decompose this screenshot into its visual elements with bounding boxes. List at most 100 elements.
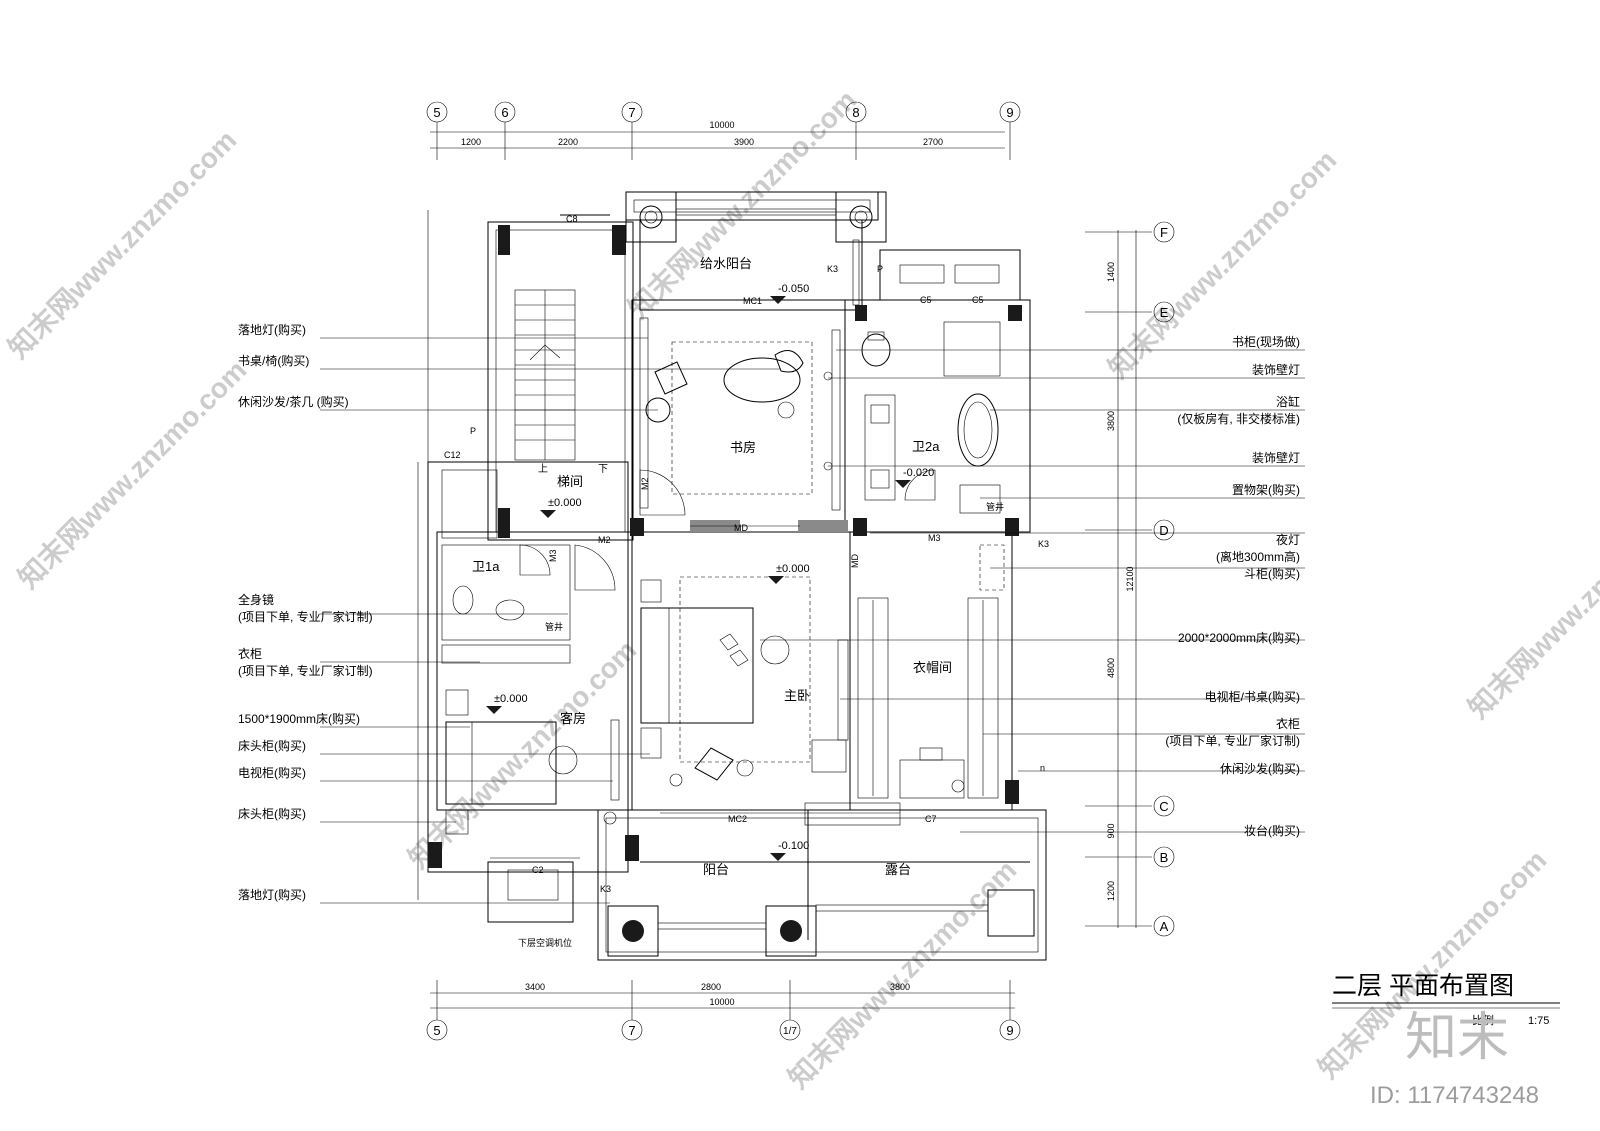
callout-label: 夜灯	[1276, 532, 1300, 547]
ceiling-light	[760, 635, 790, 665]
svg-text:C: C	[1159, 799, 1168, 814]
tv-cabinet	[837, 639, 849, 741]
level-triangle	[540, 510, 556, 518]
column	[1005, 780, 1019, 804]
callout-label: 置物架(购买)	[1232, 482, 1300, 497]
room-name-bath2a: 卫2a	[912, 439, 940, 454]
tag: C8	[566, 214, 578, 224]
room-names: 给水阳台 书房 梯间 卫2a 卫1a 主卧 衣帽间 客房 阳台 露台	[472, 256, 952, 877]
level-triangle	[768, 576, 784, 584]
scale-value: 1:75	[1528, 1015, 1549, 1027]
desk-chair	[774, 350, 804, 373]
window-panel	[954, 264, 1000, 284]
door-swing	[904, 469, 936, 501]
callout-label: 装饰壁灯	[1252, 450, 1300, 465]
tag: M2	[598, 535, 611, 545]
desk	[723, 357, 801, 403]
ceiling-light	[548, 745, 578, 775]
svg-text:9: 9	[1006, 105, 1013, 120]
callout-label: 装饰壁灯	[1252, 362, 1300, 377]
lounge-sofa	[694, 747, 734, 781]
callout-label: 床头柜(购买)	[238, 806, 306, 821]
floor-lamp	[603, 811, 617, 825]
axis-bubble: 1/7	[779, 1019, 801, 1041]
tag: M3	[928, 533, 941, 543]
watermark-text: 知末网www.znzmo.com	[1102, 143, 1343, 384]
dim-total: 10000	[709, 120, 734, 130]
dim-total: 12100	[1125, 566, 1135, 591]
tag: MC2	[728, 814, 747, 824]
shelf	[959, 484, 1001, 514]
balustrade	[657, 208, 989, 930]
tag: n	[1040, 763, 1045, 773]
wardrobe	[967, 597, 999, 799]
column	[1008, 305, 1022, 321]
dim-segment: 1400	[1106, 262, 1116, 282]
callout-label: (项目下单, 专业厂家订制)	[238, 663, 373, 678]
tag: 管井	[545, 621, 563, 632]
axis-bubble: B	[1153, 846, 1175, 868]
svg-text:6: 6	[501, 105, 508, 120]
svg-text:5: 5	[433, 1023, 440, 1038]
axis-bubble: 9	[999, 1019, 1021, 1041]
right-dimension: 1400 3800 4800 900 1200 12100 F E D C B …	[1085, 221, 1175, 937]
svg-text:F: F	[1160, 225, 1168, 240]
axis-bubble: 5	[426, 1019, 448, 1041]
rug-outline	[679, 576, 811, 763]
tag: K3	[600, 884, 611, 894]
axis-bubble: A	[1153, 915, 1175, 937]
axis-bubble: D	[1153, 519, 1175, 541]
axis-bubble: F	[1153, 221, 1175, 243]
svg-text:1/7: 1/7	[783, 1026, 797, 1037]
right-leaders	[760, 349, 1305, 833]
wardrobe	[857, 597, 889, 799]
chest	[979, 544, 1005, 591]
structural-columns	[428, 225, 1022, 868]
callout-label: (项目下单, 专业厂家订制)	[1165, 733, 1300, 748]
level-marks: -0.050 ±0.000 -0.020 ±0.000 ±0.000 -0.10…	[486, 283, 934, 861]
wall-lamp	[823, 371, 833, 381]
dim-segment: 2700	[923, 137, 943, 147]
door-swing	[639, 469, 686, 516]
svg-text:7: 7	[628, 105, 635, 120]
guest-furniture	[441, 469, 686, 835]
nightstand	[445, 689, 469, 716]
stair-down-label: 下	[598, 464, 608, 475]
room-name-guest: 客房	[560, 711, 586, 726]
watermark-text: 知末网www.znzmo.com	[12, 353, 253, 594]
tag: P	[470, 426, 476, 436]
pillars	[607, 191, 1035, 957]
column	[498, 225, 510, 255]
callout-label: 休闲沙发(购买)	[1220, 761, 1300, 776]
axis-bubble: 7	[621, 101, 643, 123]
room-name-stair: 梯间	[557, 474, 583, 489]
room-name-bath1a: 卫1a	[472, 559, 500, 574]
tag: C7	[925, 814, 937, 824]
tag: MD	[734, 523, 748, 533]
callout-label: 全身镜	[238, 592, 274, 607]
tag: K3	[1038, 539, 1049, 549]
level-value: ±0.000	[494, 693, 528, 705]
callout-label: 衣柜	[238, 646, 262, 661]
dim-segment: 900	[1106, 823, 1116, 838]
callout-label: 床头柜(购买)	[238, 738, 306, 753]
svg-text:A: A	[1160, 919, 1169, 934]
level-value: -0.100	[778, 840, 809, 852]
bottom-dimension: 3400 2800 3800 10000 5 7 1/7 9	[426, 980, 1021, 1041]
floor-lamp	[669, 773, 683, 787]
tag: C5	[920, 295, 932, 305]
side-table	[736, 759, 754, 777]
column	[498, 508, 510, 538]
level-value: -0.050	[778, 283, 809, 295]
tag: MD	[850, 554, 860, 568]
axis-bubble: E	[1153, 301, 1175, 323]
dim-segment: 3800	[1106, 411, 1116, 431]
callout-label: 浴缸	[1276, 394, 1300, 409]
svg-text:5: 5	[433, 105, 440, 120]
master-bed	[640, 607, 754, 724]
callout-label: 电视柜(购买)	[238, 765, 306, 780]
title-block: 二层 平面布置图 比例 1:75	[1332, 972, 1560, 1027]
dim-segment: 3400	[525, 982, 545, 992]
